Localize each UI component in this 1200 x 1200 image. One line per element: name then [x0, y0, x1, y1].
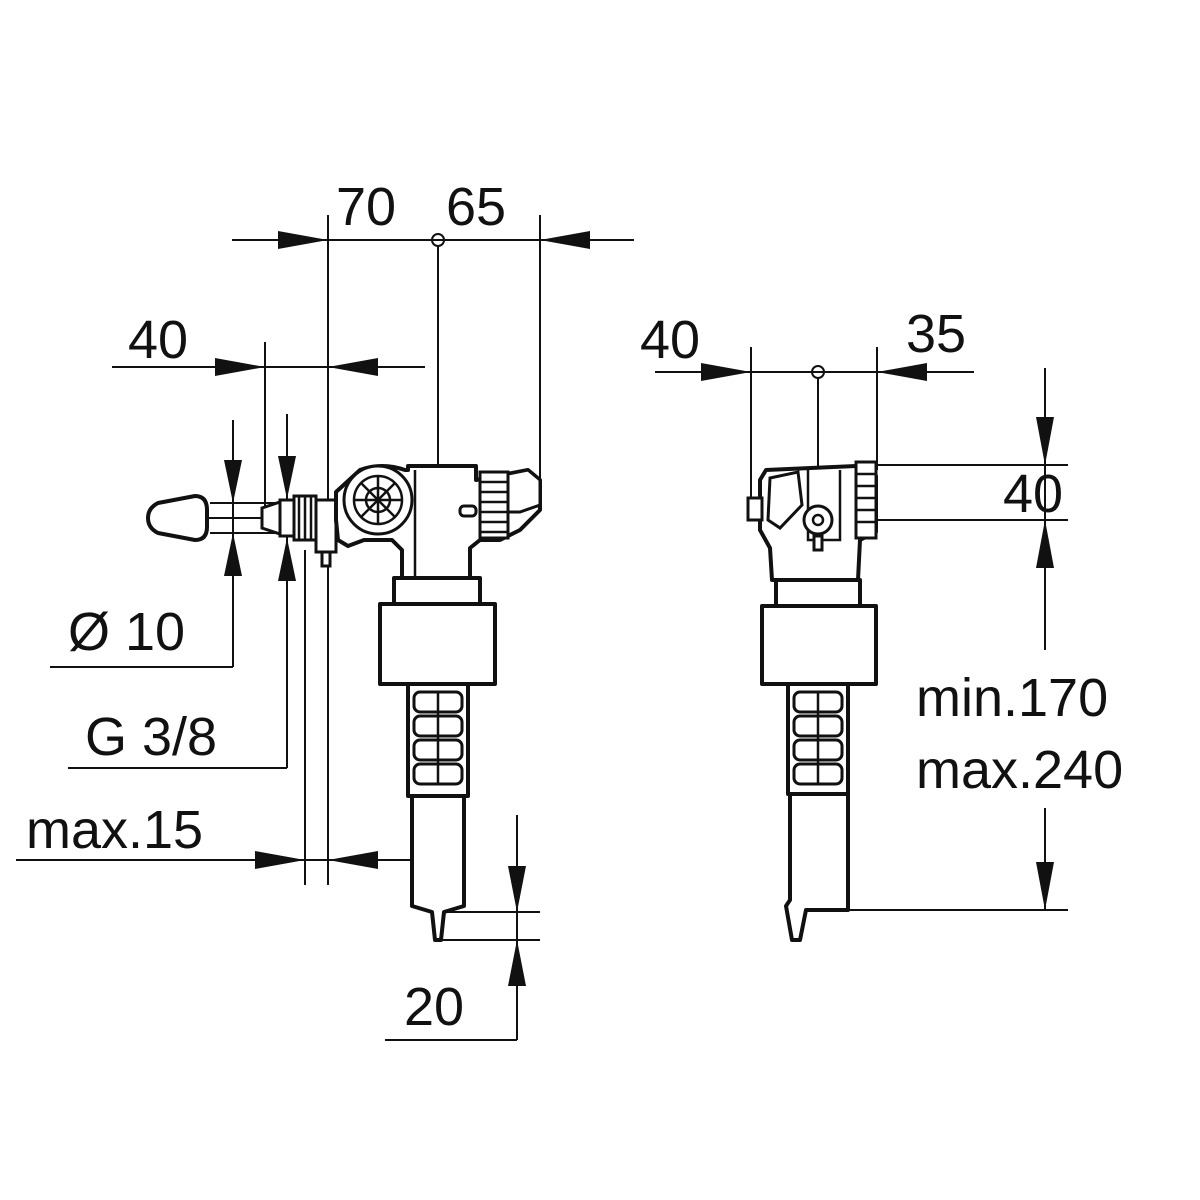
dim-arrow-20-top	[508, 866, 526, 912]
front-ribbed-shaft	[786, 682, 850, 796]
dim-arrow-d10-top	[224, 460, 242, 503]
label-max240: max.240	[916, 740, 1123, 800]
valve-nut	[378, 602, 497, 686]
front-collar	[774, 578, 862, 608]
dim-arrow-g38-top	[278, 456, 296, 499]
front-nut	[760, 604, 878, 686]
right-front-view	[655, 347, 1068, 942]
left-side-view	[16, 215, 634, 1041]
valve-collar	[392, 576, 482, 606]
dim-arrow-40-side-bot	[1036, 520, 1054, 568]
valve-body	[334, 464, 542, 580]
label-d10: Ø 10	[68, 602, 185, 662]
front-lower-pipe	[784, 792, 850, 942]
front-valve-head	[746, 460, 878, 582]
label-40-right-top: 40	[640, 310, 700, 370]
dim-arrow-40-left-b	[328, 358, 378, 376]
dim-arrow-20-bot	[508, 940, 526, 986]
label-35: 35	[906, 304, 966, 364]
label-40-left: 40	[128, 310, 188, 370]
dim-arrow-40-side-top	[1036, 417, 1054, 465]
label-max15: max.15	[26, 800, 203, 860]
dim-arrow-d10-bot	[224, 533, 242, 576]
dim-arrow-max15-b	[328, 851, 378, 869]
label-min170: min.170	[916, 668, 1108, 728]
ribbed-shaft	[406, 682, 470, 798]
dim-arrow-70	[278, 231, 328, 249]
valve-cap	[146, 494, 209, 542]
dim-arrow-65	[540, 231, 590, 249]
label-40-right-side: 40	[1003, 464, 1063, 524]
dim-arrow-g38-bot	[278, 538, 296, 581]
lower-pipe	[410, 794, 466, 942]
dim-arrow-40-right	[701, 363, 751, 381]
dimension-labels: 70 65 40 Ø 10 G 3/8 max.15 20 40 35 40 m…	[26, 177, 1123, 1037]
dim-arrow-35	[877, 363, 927, 381]
label-20: 20	[404, 977, 464, 1037]
label-g38: G 3/8	[85, 707, 217, 767]
label-65: 65	[446, 177, 506, 237]
label-70: 70	[336, 177, 396, 237]
dim-arrow-170-240	[1036, 862, 1054, 910]
dim-arrow-max15-a	[255, 851, 305, 869]
threaded-inlet	[260, 494, 338, 568]
dim-arrow-40-left-a	[215, 358, 265, 376]
